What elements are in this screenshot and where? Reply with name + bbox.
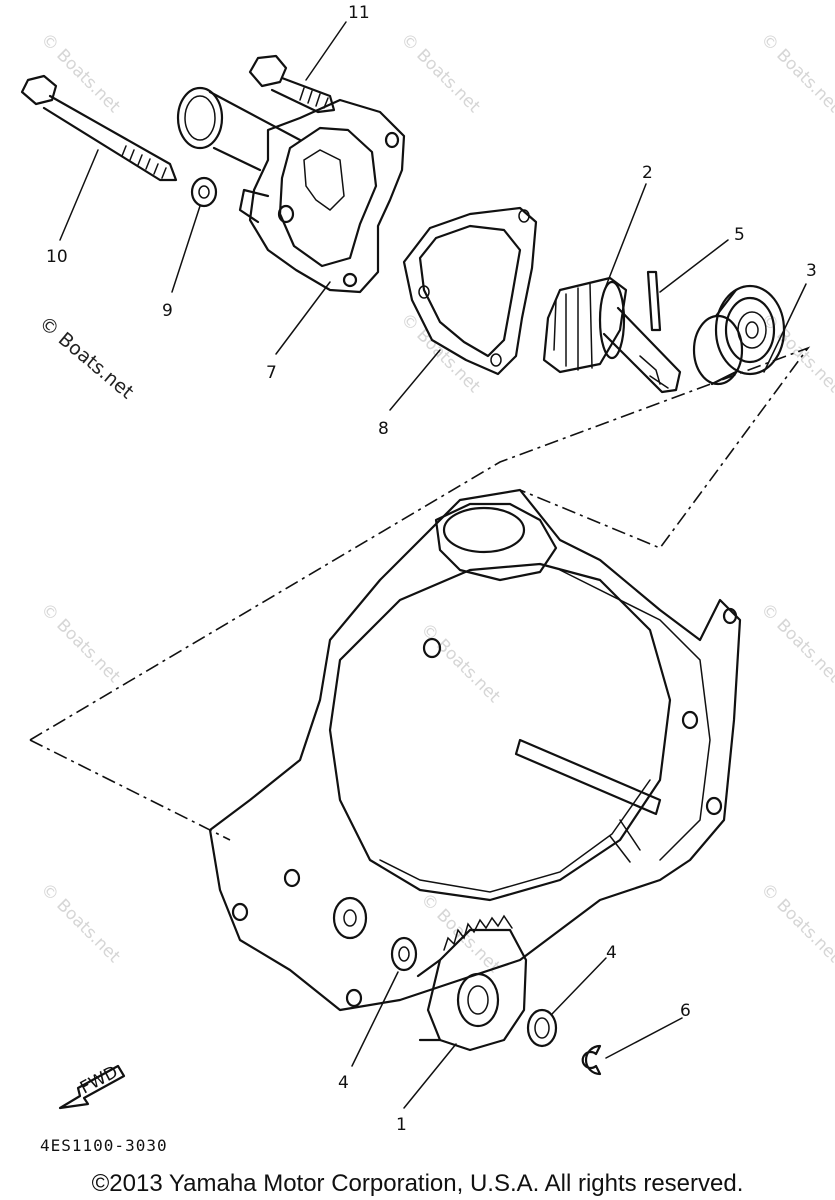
diagram-code: 4ES1100-3030	[40, 1136, 168, 1155]
crankcase-cover	[208, 488, 742, 1012]
svg-text:© Boats.net: © Boats.net	[756, 599, 835, 687]
callout-6: 6	[680, 1001, 691, 1021]
pin-part-5	[646, 270, 662, 332]
callout-9: 9	[162, 301, 173, 321]
watermark-main: © Boats.net	[35, 312, 138, 403]
svg-text:© Boats.net: © Boats.net	[416, 619, 504, 707]
svg-text:© Boats.net: © Boats.net	[756, 309, 835, 397]
callout-8: 8	[378, 419, 389, 439]
svg-text:© Boats.net: © Boats.net	[756, 29, 835, 117]
svg-text:© Boats.net: © Boats.net	[36, 29, 124, 117]
washer-part-9	[190, 176, 218, 208]
fwd-arrow-icon: FWD	[58, 1062, 126, 1110]
copyright-notice: ©2013 Yamaha Motor Corporation, U.S.A. A…	[91, 1170, 744, 1197]
callout-11: 11	[348, 3, 370, 23]
callout-numbers: 11 10 9 7 8 2 5 3 4 4 6 1	[46, 3, 817, 1135]
pump-cover-part-7	[176, 86, 406, 294]
svg-text:© Boats.net: © Boats.net	[396, 29, 484, 117]
svg-text:© Boats.net: © Boats.net	[36, 599, 124, 687]
washer-part-4-left	[390, 936, 418, 972]
circlip-part-6	[581, 1044, 602, 1076]
short-bolt-part-11	[248, 54, 336, 114]
svg-text:© Boats.net: © Boats.net	[36, 879, 124, 967]
callout-7: 7	[266, 363, 277, 383]
gear-part-1	[416, 914, 528, 1052]
callout-4-left: 4	[338, 1073, 349, 1093]
leader-lines	[59, 21, 807, 1109]
svg-text:© Boats.net: © Boats.net	[756, 879, 835, 967]
callout-3: 3	[806, 261, 817, 281]
watermark-layer: © Boats.net © Boats.net © Boats.net © Bo…	[36, 29, 835, 977]
callout-2: 2	[642, 163, 653, 183]
washer-part-4-right	[526, 1008, 558, 1048]
impeller-shaft-part-2	[542, 276, 682, 394]
callout-1: 1	[396, 1115, 407, 1135]
callout-10: 10	[46, 247, 68, 267]
long-bolt-part-10	[20, 74, 178, 182]
guide-lines	[29, 346, 811, 841]
callout-4-right: 4	[606, 943, 617, 963]
callout-5: 5	[734, 225, 745, 245]
fwd-label: FWD	[77, 1062, 121, 1098]
gasket-part-8	[402, 206, 538, 376]
